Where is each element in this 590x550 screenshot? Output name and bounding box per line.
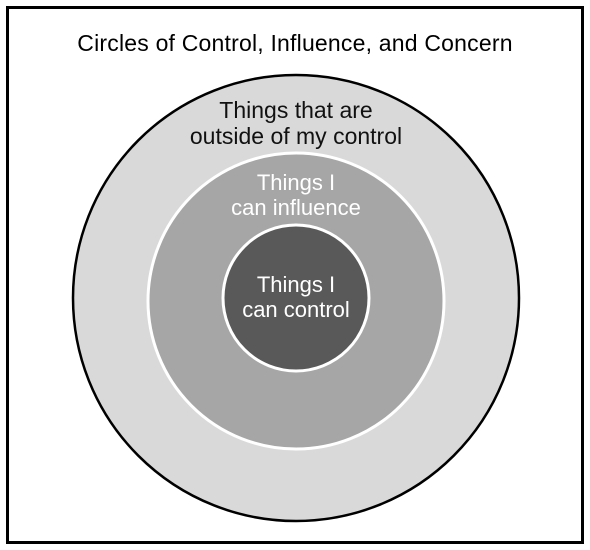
circle-of-concern-label: Things that are outside of my control <box>189 97 403 149</box>
circle-of-control-label: Things I can control <box>242 272 350 322</box>
circle-of-influence-label: Things I can influence <box>231 170 361 220</box>
circle-of-control <box>221 223 371 373</box>
diagram-title: Circles of Control, Influence, and Conce… <box>77 30 513 56</box>
